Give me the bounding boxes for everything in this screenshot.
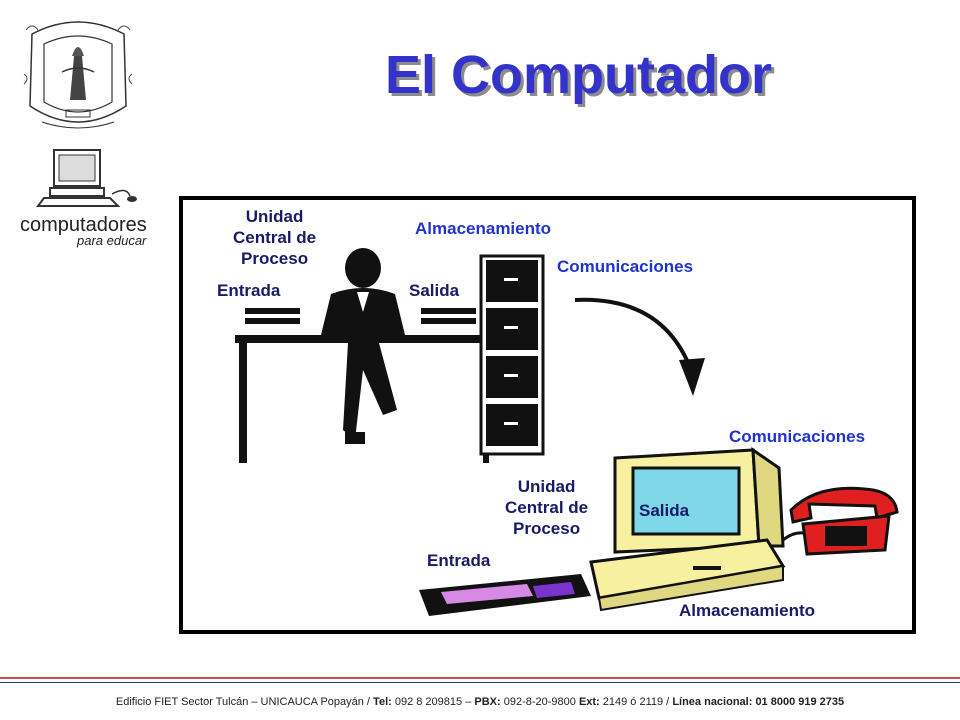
brand-subtitle: para educar (77, 233, 147, 248)
brand-word: computadores (20, 214, 147, 236)
footer-address: Edificio FIET Sector Tulcán – UNICAUCA P… (115, 696, 374, 708)
computer-diagram: Unidad Central de Proceso Almacenamiento… (179, 196, 916, 634)
label-output-person: Salida (409, 281, 460, 300)
label-input-computer: Entrada (427, 551, 491, 570)
label-cpu-person: Unidad Central de Proceso (233, 207, 317, 268)
footer-tel-label: Tel: (373, 696, 392, 708)
footer-divider-red (0, 677, 960, 679)
footer-ext: 2149 ó 2119 / (599, 696, 673, 708)
footer-divider-blue (0, 682, 960, 683)
label-communications-computer: Comunicaciones (729, 427, 866, 446)
slide-title: El Computador (385, 45, 772, 105)
footer-tel: 092 8 209815 – (391, 696, 475, 708)
footer-pbx-label: PBX: (474, 696, 501, 708)
label-storage-person: Almacenamiento (415, 219, 552, 238)
university-seal-logo (23, 21, 133, 129)
computer-illustration (419, 447, 899, 616)
label-cpu-computer: Unidad Central de Proceso (505, 477, 589, 538)
label-input-person: Entrada (217, 281, 281, 300)
flow-arrow (574, 297, 705, 396)
filing-cabinet-illustration (479, 254, 545, 456)
footer-contact: Edificio FIET Sector Tulcán – UNICAUCA P… (0, 696, 960, 708)
label-screen-output: Salida (639, 501, 690, 520)
label-communications-person: Comunicaciones (557, 257, 694, 276)
footer-pbx: 092-8-20-9800 (500, 696, 579, 708)
diagram-illustration (235, 248, 899, 616)
person-illustration (321, 248, 405, 444)
label-storage-computer: Almacenamiento (679, 601, 816, 620)
footer-national-line: Línea nacional: 01 8000 919 2735 (672, 696, 845, 708)
computadores-para-educar-logo (36, 149, 137, 207)
footer-ext-label: Ext: (578, 696, 600, 708)
